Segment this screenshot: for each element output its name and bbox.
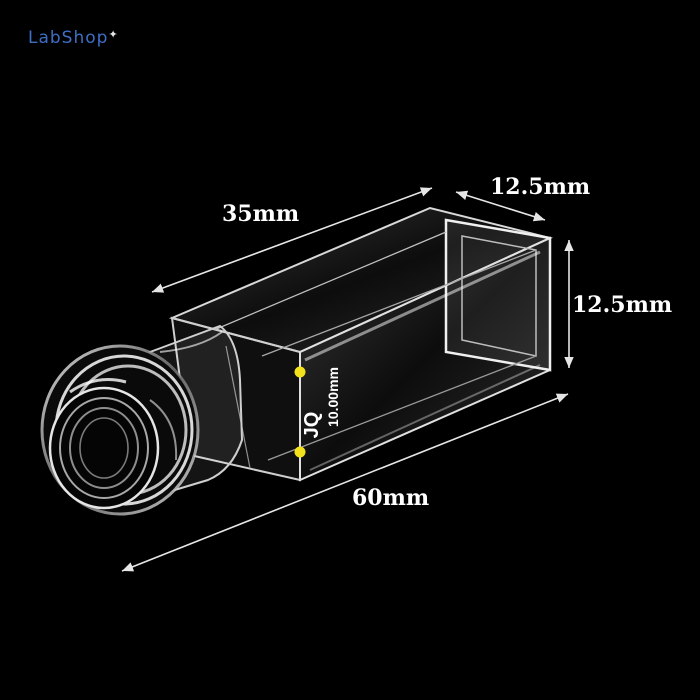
marking-path-length: 10.00mm (325, 367, 341, 427)
brand-sparkle-icon: ✦ (108, 28, 119, 41)
dimension-label-35mm: 35mm (222, 201, 300, 227)
marking-brand: JQ (301, 412, 323, 439)
dimension-label-60mm: 60mm (352, 485, 430, 511)
threaded-cap (40, 344, 200, 516)
brand-name: LabShop (28, 28, 109, 48)
brand-logo: LabShop✦ (28, 28, 119, 48)
dimension-arrow-35mm (151, 187, 433, 293)
cuvette-body (168, 206, 554, 482)
dimension-label-height: 12.5mm (572, 292, 673, 318)
dimension-arrow-12-5mm-top (455, 190, 546, 222)
dimension-arrow-60mm (121, 393, 569, 572)
marking-dot-top (294, 366, 306, 378)
dimension-label-width: 12.5mm (490, 174, 591, 200)
marking-dot-bottom (294, 446, 306, 458)
